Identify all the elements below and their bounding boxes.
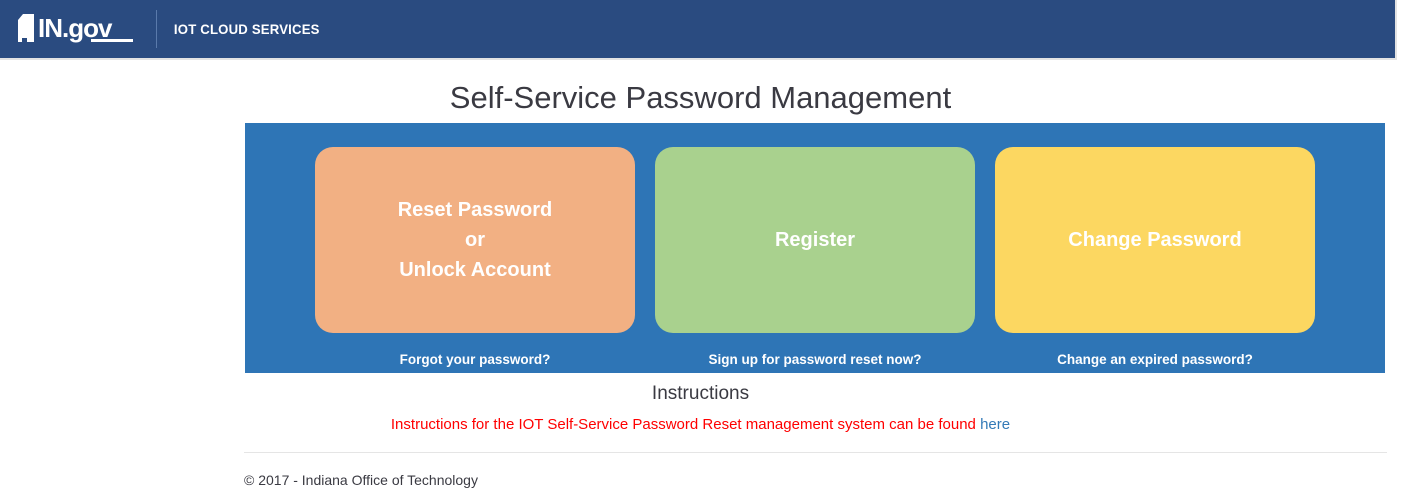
change-password-button[interactable]: Change Password [995, 147, 1315, 333]
footer-copyright: © 2017 - Indiana Office of Technology [244, 472, 478, 488]
page-footer: © 2017 - Indiana Office of Technology [244, 452, 1387, 489]
change-password-caption[interactable]: Change an expired password? [1057, 352, 1253, 367]
header-divider [156, 10, 157, 48]
instructions-text-body: Instructions for the IOT Self-Service Pa… [390, 416, 981, 433]
card-column-reset-password: Reset Password or Unlock Account Forgot … [315, 147, 635, 373]
reset-password-button[interactable]: Reset Password or Unlock Account [315, 147, 635, 333]
indiana-state-outline-icon [18, 14, 34, 42]
register-caption[interactable]: Sign up for password reset now? [708, 352, 922, 367]
card-column-register: Register Sign up for password reset now? [655, 147, 975, 373]
card-column-change-password: Change Password Change an expired passwo… [995, 147, 1315, 373]
in-gov-logo: IN.gov [14, 9, 140, 49]
action-card-panel: Reset Password or Unlock Account Forgot … [245, 123, 1385, 373]
brand-logo-link[interactable]: IN.gov [0, 0, 156, 58]
change-password-label: Change Password [1068, 229, 1242, 251]
instructions-text: Instructions for the IOT Self-Service Pa… [0, 414, 1401, 436]
register-button[interactable]: Register [655, 147, 975, 333]
reset-password-label-line-3: Unlock Account [399, 259, 551, 281]
header-subtitle: IOT CLOUD SERVICES [173, 21, 320, 37]
register-label: Register [774, 229, 856, 251]
footer-divider [244, 452, 1387, 453]
reset-password-caption[interactable]: Forgot your password? [399, 352, 551, 367]
reset-password-label-line-2: or [464, 229, 485, 251]
instructions-here-link[interactable]: here [980, 416, 1011, 433]
instructions-heading: Instructions [651, 383, 750, 404]
reset-password-label-line-1: Reset Password [397, 199, 553, 221]
svg-text:IN.gov: IN.gov [38, 13, 113, 43]
site-header: IN.gov IOT CLOUD SERVICES [0, 0, 1397, 60]
page-title: Self-Service Password Management [449, 80, 952, 115]
instructions-section: Instructions Instructions for the IOT Se… [0, 381, 1401, 436]
